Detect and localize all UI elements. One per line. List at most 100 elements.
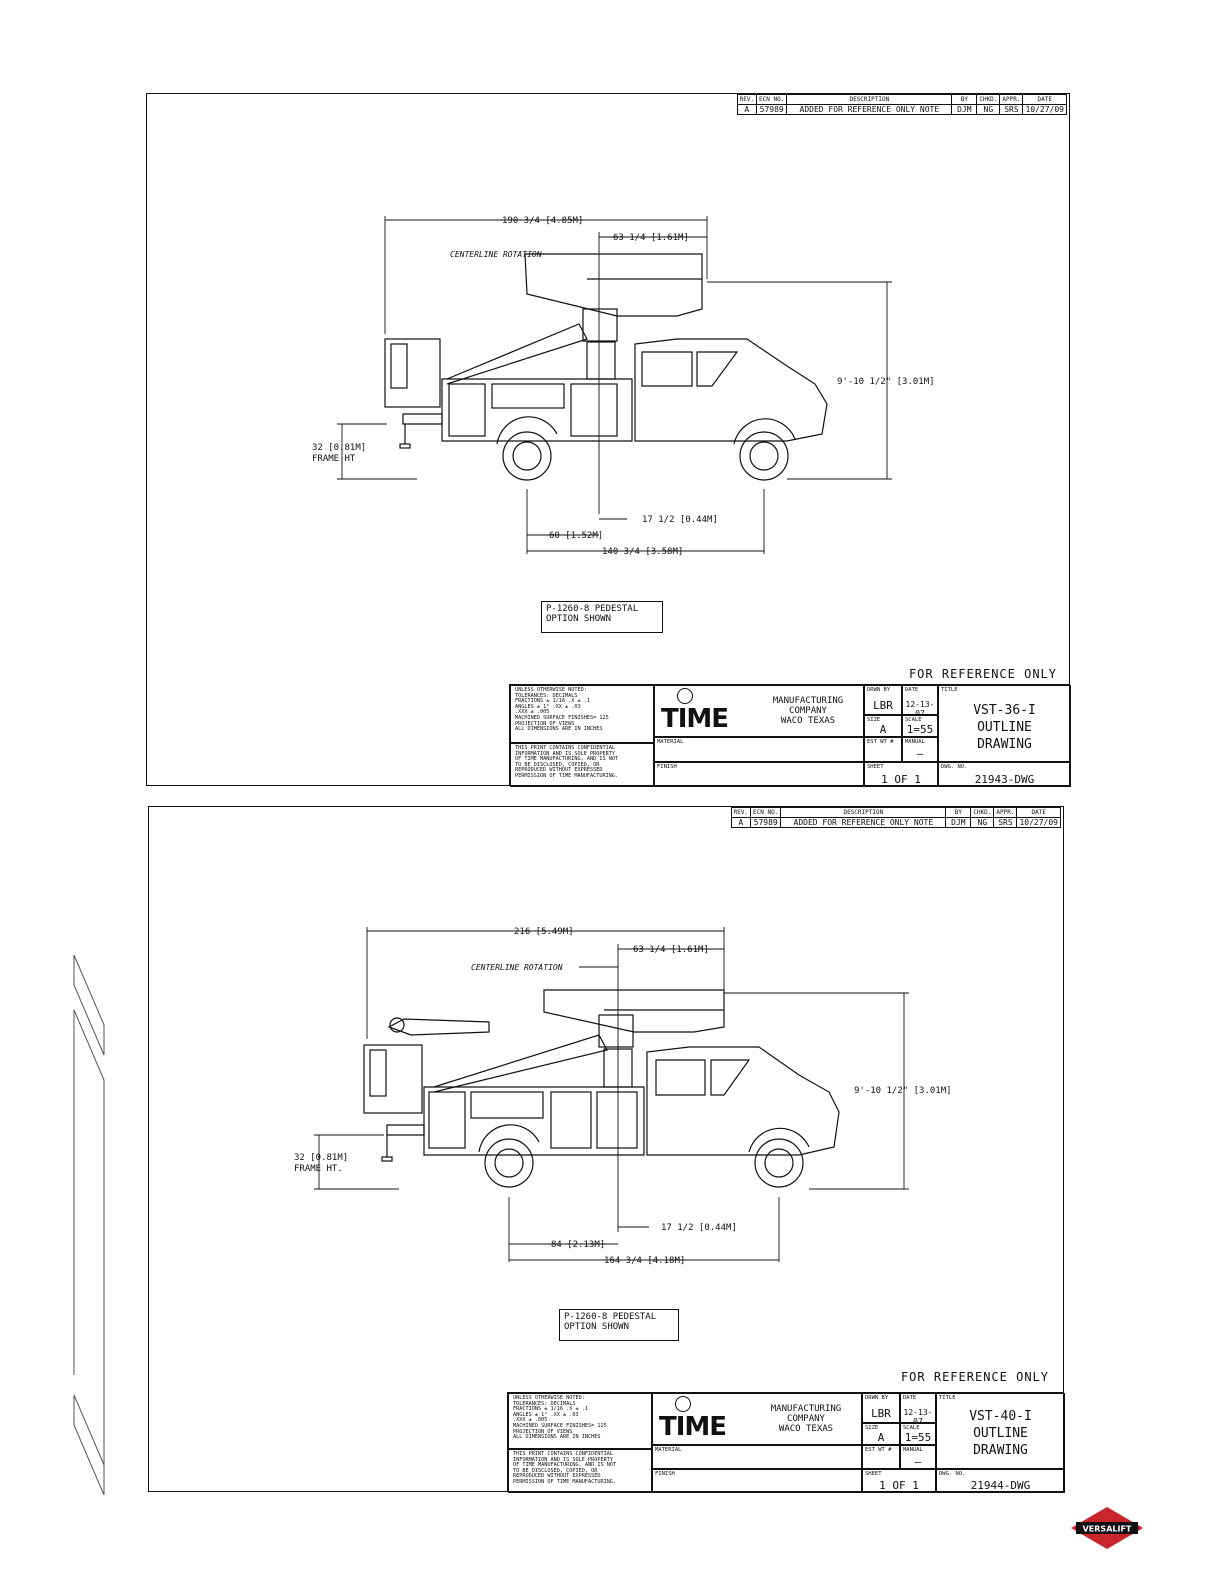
rev-value: 57989: [756, 104, 788, 115]
rev-value: SRS: [999, 104, 1024, 115]
title-cell: TITLE VST-36-I OUTLINE DRAWING: [938, 685, 1071, 762]
page-edge-decoration: [73, 955, 105, 1495]
drawn-by-value: LBR: [871, 1407, 891, 1420]
sheet-label: SHEET: [865, 1471, 882, 1477]
versalift-logo-text: VERSALIFT: [1083, 1525, 1132, 1534]
drawn-by-label: DRWN BY: [865, 1395, 889, 1401]
pedestal-note: P-1260-8 PEDESTAL OPTION SHOWN: [559, 1309, 679, 1341]
drawing-title: VST-40-I OUTLINE DRAWING: [937, 1408, 1064, 1459]
dwg-no-value: 21944-DWG: [970, 1479, 1031, 1492]
time-logo: TIME: [661, 704, 729, 734]
title-line: DRAWING: [973, 1443, 1028, 1458]
tolerance-line: ANGLES ± 1° .XX ± .03: [513, 1411, 579, 1418]
dim-rotation-offset: 63 1/4 [1.61M]: [633, 945, 709, 955]
dim-height: 9'-10 1/2" [3.01M]: [837, 377, 935, 387]
drawn-by-cell: DRWN BY LBR: [864, 685, 902, 715]
title-label: TITLE: [941, 687, 958, 693]
tolerance-line: ALL DIMENSIONS ARE IN INCHES: [515, 726, 603, 733]
dim-pedestal-offset: 17 1/2 [0.44M]: [642, 515, 718, 525]
title-block: UNLESS OTHERWISE NOTED: TOLERANCES: DECI…: [509, 684, 1071, 787]
pedestal-note-line: P-1260-8 PEDESTAL: [564, 1312, 657, 1322]
title-cell: TITLE VST-40-I OUTLINE DRAWING: [936, 1393, 1065, 1469]
pedestal-note-line: OPTION SHOWN: [564, 1322, 630, 1332]
company-box: TIME MANUFACTURING COMPANY WACO TEXAS: [654, 685, 864, 737]
truck-outline-drawing: 190 3/4 [4.85M] 63 1/4 [1.61M] CENTERLIN…: [312, 216, 935, 557]
tolerance-line: TOLERANCES: DECIMALS: [513, 1400, 576, 1407]
confidential-line: INFORMATION AND IS SOLE PROPERTY: [513, 1456, 613, 1463]
dim-pedestal-offset: 17 1/2 [0.44M]: [661, 1223, 737, 1233]
scale-cell: SCALE 1=55: [900, 1423, 936, 1445]
drawn-by-value: LBR: [873, 699, 893, 712]
versalift-logo: VERSALIFT: [1071, 1507, 1143, 1549]
drawing-sheet-vst-36: REV. ECN NO. DESCRIPTION BY CHKD. APPR. …: [146, 93, 1071, 787]
clock-icon: [677, 688, 693, 704]
dim-axle-offset: 60 [1.52M]: [549, 531, 603, 541]
dwg-no-label: DWG. NO.: [939, 1471, 966, 1477]
confidential-line: THIS PRINT CONTAINS CONFIDENTIAL: [513, 1451, 613, 1457]
revision-table: REV. ECN NO. DESCRIPTION BY CHKD. APPR. …: [730, 807, 1061, 828]
manual-cell: MANUAL –: [900, 1445, 936, 1469]
drawn-by-cell: DRWN BY LBR: [862, 1393, 900, 1423]
size-value: A: [877, 1431, 885, 1444]
dim-frame-height: 32 [0.81M]: [294, 1153, 348, 1163]
scale-value: 1=55: [906, 723, 934, 736]
manual-value: –: [914, 1455, 922, 1468]
truck-outline-drawing: 216 [5.49M] 63 1/4 [1.61M] CENTERLINE RO…: [294, 927, 952, 1266]
title-line: OUTLINE: [977, 720, 1032, 735]
tolerance-line: TOLERANCES: DECIMALS: [515, 692, 578, 699]
rev-value: 57989: [750, 817, 782, 828]
company-line: MANUFACTURING: [772, 696, 844, 706]
confidential-line: REPRODUCED WITHOUT EXPRESSED: [515, 767, 603, 774]
sheet-value: 1 OF 1: [881, 773, 921, 786]
confidential-line: TO BE DISCLOSED, COPIED, OR: [515, 761, 600, 768]
rev-value: NG: [976, 104, 1001, 115]
pedestal-note-line: P-1260-8 PEDESTAL: [546, 604, 639, 614]
scale-cell: SCALE 1=55: [902, 715, 938, 737]
size-cell: SIZE A: [862, 1423, 900, 1445]
dim-overall-length: 216 [5.49M]: [514, 927, 574, 937]
confidential-line: INFORMATION AND IS SOLE PROPERTY: [515, 750, 615, 757]
date-value: 12-13-07: [903, 1408, 933, 1426]
company-line: COMPANY: [787, 1414, 825, 1424]
company-line: WACO TEXAS: [780, 716, 836, 726]
size-cell: SIZE A: [864, 715, 902, 737]
title-line: VST-36-I: [973, 703, 1036, 718]
tolerances-box: UNLESS OTHERWISE NOTED: TOLERANCES: DECI…: [508, 1393, 652, 1449]
title-line: VST-40-I: [969, 1409, 1032, 1424]
dim-frame-height: 32 [0.81M]: [312, 443, 366, 453]
rev-value: 10/27/09: [1016, 817, 1061, 828]
dwg-no-cell: DWG. NO. 21944-DWG: [936, 1469, 1065, 1493]
confidential-line: PERMISSION OF TIME MANUFACTURING.: [515, 772, 619, 779]
est-wt-label: EST WT #: [865, 1447, 892, 1453]
material-field: MATERIAL: [654, 737, 864, 762]
date-value: 12-13-07: [905, 700, 935, 718]
finish-field: FINISH: [654, 762, 864, 787]
dwg-no-value: 21943-DWG: [974, 773, 1035, 786]
dwg-no-cell: DWG. NO. 21943-DWG: [938, 762, 1071, 787]
date-cell: DATE 12-13-07: [902, 685, 938, 718]
confidential-line: THIS PRINT CONTAINS CONFIDENTIAL: [515, 745, 615, 751]
finish-field: FINISH: [652, 1469, 862, 1493]
est-wt-cell: EST WT #: [862, 1445, 900, 1469]
tolerance-line: .XXX ± .005: [515, 709, 550, 716]
label-frame-height: FRAME HT: [312, 454, 356, 464]
label-centerline-rotation: CENTERLINE ROTATION: [450, 250, 542, 259]
tolerance-line: ALL DIMENSIONS ARE IN INCHES: [513, 1434, 601, 1441]
tolerance-line: UNLESS OTHERWISE NOTED:: [515, 687, 587, 693]
confidential-line: PERMISSION OF TIME MANUFACTURING.: [513, 1478, 617, 1485]
clock-icon: [675, 1396, 691, 1412]
tolerance-line: MACHINED SURFACE FINISHES= 125: [513, 1422, 607, 1429]
rev-value: 10/27/09: [1022, 104, 1067, 115]
pedestal-note: P-1260-8 PEDESTAL OPTION SHOWN: [541, 601, 663, 633]
confidential-line: TO BE DISCLOSED, COPIED, OR: [513, 1467, 598, 1474]
pedestal-note-line: OPTION SHOWN: [546, 614, 612, 624]
tolerance-line: .XXX ± .005: [513, 1417, 548, 1424]
company-name: MANUFACTURING COMPANY WACO TEXAS: [751, 1404, 861, 1434]
rev-value: A: [736, 104, 758, 115]
drawing-sheet-vst-40: REV. ECN NO. DESCRIPTION BY CHKD. APPR. …: [148, 806, 1065, 1493]
est-wt-label: EST WT #: [867, 739, 894, 745]
tolerance-line: UNLESS OTHERWISE NOTED:: [513, 1395, 585, 1401]
dim-overall-length: 190 3/4 [4.85M]: [502, 216, 583, 226]
title-block: UNLESS OTHERWISE NOTED: TOLERANCES: DECI…: [507, 1392, 1065, 1493]
title-line: OUTLINE: [973, 1426, 1028, 1441]
